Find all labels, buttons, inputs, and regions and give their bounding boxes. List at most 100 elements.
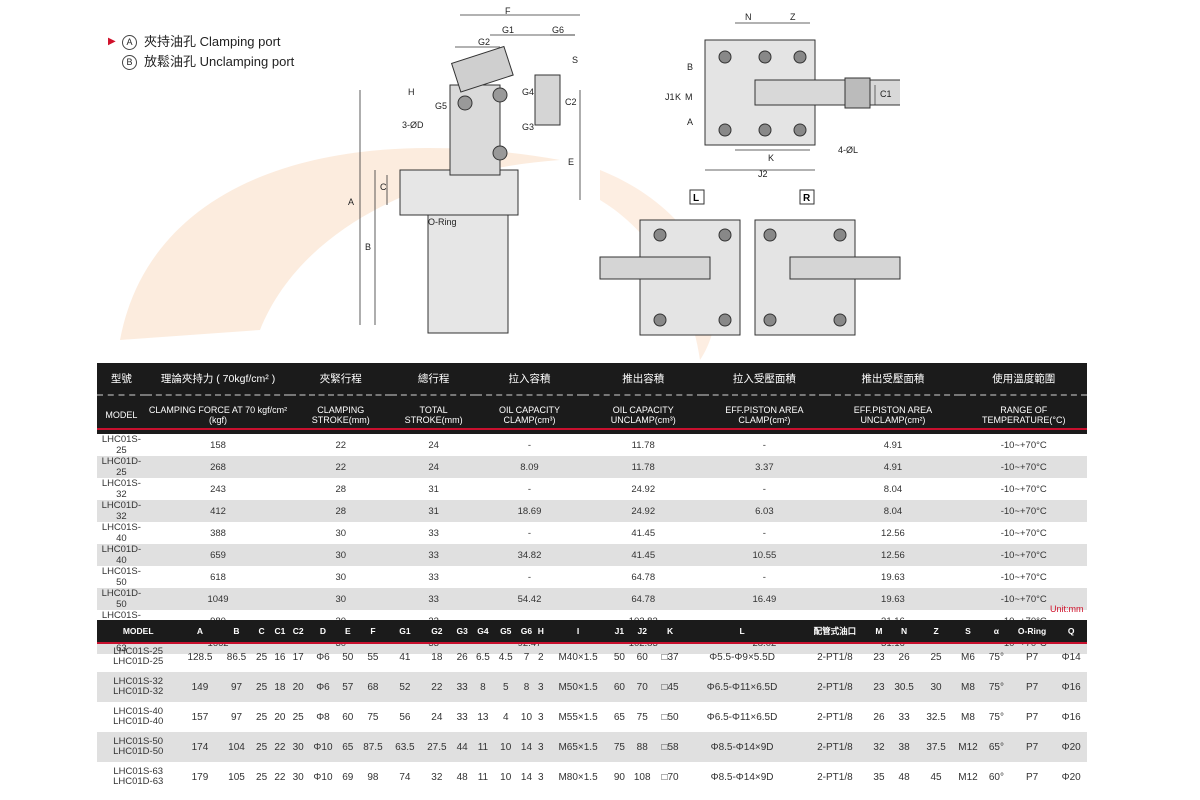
table-cell: Φ14 xyxy=(1061,651,1081,663)
table-header-cell: G3 xyxy=(452,620,472,642)
table-cell: 41 xyxy=(399,651,411,663)
table-cell: - xyxy=(475,478,584,500)
table-cell: 88 xyxy=(628,732,656,762)
table-cell: M65×1.5 xyxy=(545,732,611,762)
dim-label-g6: G6 xyxy=(552,25,564,35)
th-cn: 使用溫度範圍 xyxy=(960,363,1087,395)
table-cell: Φ10 xyxy=(307,732,339,762)
table-cell: Φ20 xyxy=(1055,732,1087,762)
table-cell: 16 xyxy=(274,651,286,663)
table-cell: 50 xyxy=(342,651,354,663)
table-cell: 25 xyxy=(256,651,268,663)
dim-label-c: C xyxy=(380,182,387,192)
table-cell: 243 xyxy=(145,478,291,500)
table-cell: 63.5 xyxy=(388,732,421,762)
table-cell: 56 xyxy=(399,711,411,723)
table-cell: 65 xyxy=(338,732,357,762)
model-d-name: LHC01D-50 xyxy=(113,746,164,757)
dim-label-g4: G4 xyxy=(522,87,534,97)
table-header-cell: J1 xyxy=(610,620,629,642)
table-cell: 75 xyxy=(367,711,379,723)
table-cell: 27.5 xyxy=(420,732,453,762)
table-cell: -10~+70°C xyxy=(960,566,1087,588)
dim-label-g5: G5 xyxy=(435,101,447,111)
table-cell: 7 xyxy=(523,651,530,663)
table-cell: 30 xyxy=(290,566,392,588)
table-cell: 30 xyxy=(290,588,392,610)
table-cell: 24.92 xyxy=(583,500,704,522)
th-en: EFF.PISTON AREA UNCLAMP(cm²) xyxy=(825,394,961,434)
top-view-drawing: N Z B J1 K M A C1 4-ØL K J2 xyxy=(665,12,900,179)
table-cell: LHC01S-32 xyxy=(97,478,146,500)
table-header-cell: A xyxy=(179,620,221,642)
table-cell: 105 xyxy=(228,771,245,783)
port-legend: ▶ A 夾持油孔 Clamping port B 放鬆油孔 Unclamping… xyxy=(108,32,294,72)
table-cell: LHC01D-25 xyxy=(97,456,146,478)
table-header-cell: C2 xyxy=(289,620,308,642)
table-cell: 52 xyxy=(388,672,421,702)
table-cell: M12 xyxy=(952,732,984,762)
table-cell: 104 xyxy=(220,732,253,762)
unit-label: Unit:mm xyxy=(1050,604,1084,614)
table-cell: 64.78 xyxy=(583,588,704,610)
side-view-drawing: F G1 G2 G6 S H G5 G4 C2 G3 3-ØD E C A B … xyxy=(348,6,581,334)
table-cell: - xyxy=(703,522,826,544)
table-cell: 25 xyxy=(252,672,271,702)
table-cell: 33 xyxy=(391,544,476,566)
table-cell: 54.42 xyxy=(475,588,584,610)
table-cell: 8.09 xyxy=(475,456,584,478)
table-header-cell: Q xyxy=(1055,620,1087,642)
table-cell: 28 xyxy=(290,500,392,522)
table-cell: 75° xyxy=(988,651,1004,663)
table-cell: 26 xyxy=(898,651,910,663)
table-cell: Φ5.5-Φ9×5.5D xyxy=(709,651,775,663)
th-en: CLAMPING STROKE(mm) xyxy=(290,394,392,434)
table-cell: 31 xyxy=(391,500,476,522)
table-header-cell: MODEL xyxy=(97,620,180,642)
table-cell: 659 xyxy=(145,544,291,566)
legend-unclamping-port: B 放鬆油孔 Unclamping port xyxy=(108,52,294,72)
table-cell: Φ20 xyxy=(1061,771,1081,783)
table-cell: LHC01D-40 xyxy=(97,544,146,566)
table-cell: 68 xyxy=(356,672,389,702)
table-cell: 157 xyxy=(191,711,209,723)
table-cell: 60° xyxy=(988,771,1004,783)
table-cell: 60 xyxy=(610,672,629,702)
table-cell: 55 xyxy=(367,651,379,663)
table-cell: LHC01S-50 xyxy=(97,566,146,588)
port-a-label: A xyxy=(687,117,693,127)
table-cell: M8 xyxy=(961,711,975,723)
table-cell: 2-PT1/8 xyxy=(800,732,870,762)
model-d-name: LHC01D-40 xyxy=(113,716,164,727)
table-cell: 30 xyxy=(920,672,953,702)
legend-clamping-port: ▶ A 夾持油孔 Clamping port xyxy=(108,32,294,52)
table-cell: 6.5 xyxy=(475,651,490,663)
table-cell: 32.5 xyxy=(926,711,946,723)
table-cell: 75 xyxy=(636,711,648,723)
table-header-cell: H xyxy=(535,620,546,642)
table-cell: 10 xyxy=(494,732,518,762)
table-cell: 18 xyxy=(270,672,290,702)
o-ring-label: O-Ring xyxy=(428,217,457,227)
table-cell: 65° xyxy=(983,732,1009,762)
table-cell: 14 xyxy=(520,771,533,783)
table-header-cell: B xyxy=(220,620,253,642)
table1-red-rule xyxy=(97,428,1087,430)
dim-label-s: S xyxy=(572,55,578,65)
table-cell: 18.69 xyxy=(475,500,584,522)
table-cell: Φ6 xyxy=(316,651,330,663)
table-cell: M40×1.5 xyxy=(558,651,598,663)
table-cell: 75° xyxy=(988,711,1004,723)
table-cell: 48 xyxy=(456,771,468,783)
table-cell: 86.5 xyxy=(226,651,247,663)
table-header-cell: K xyxy=(655,620,685,642)
variant-l-drawing xyxy=(599,219,741,336)
